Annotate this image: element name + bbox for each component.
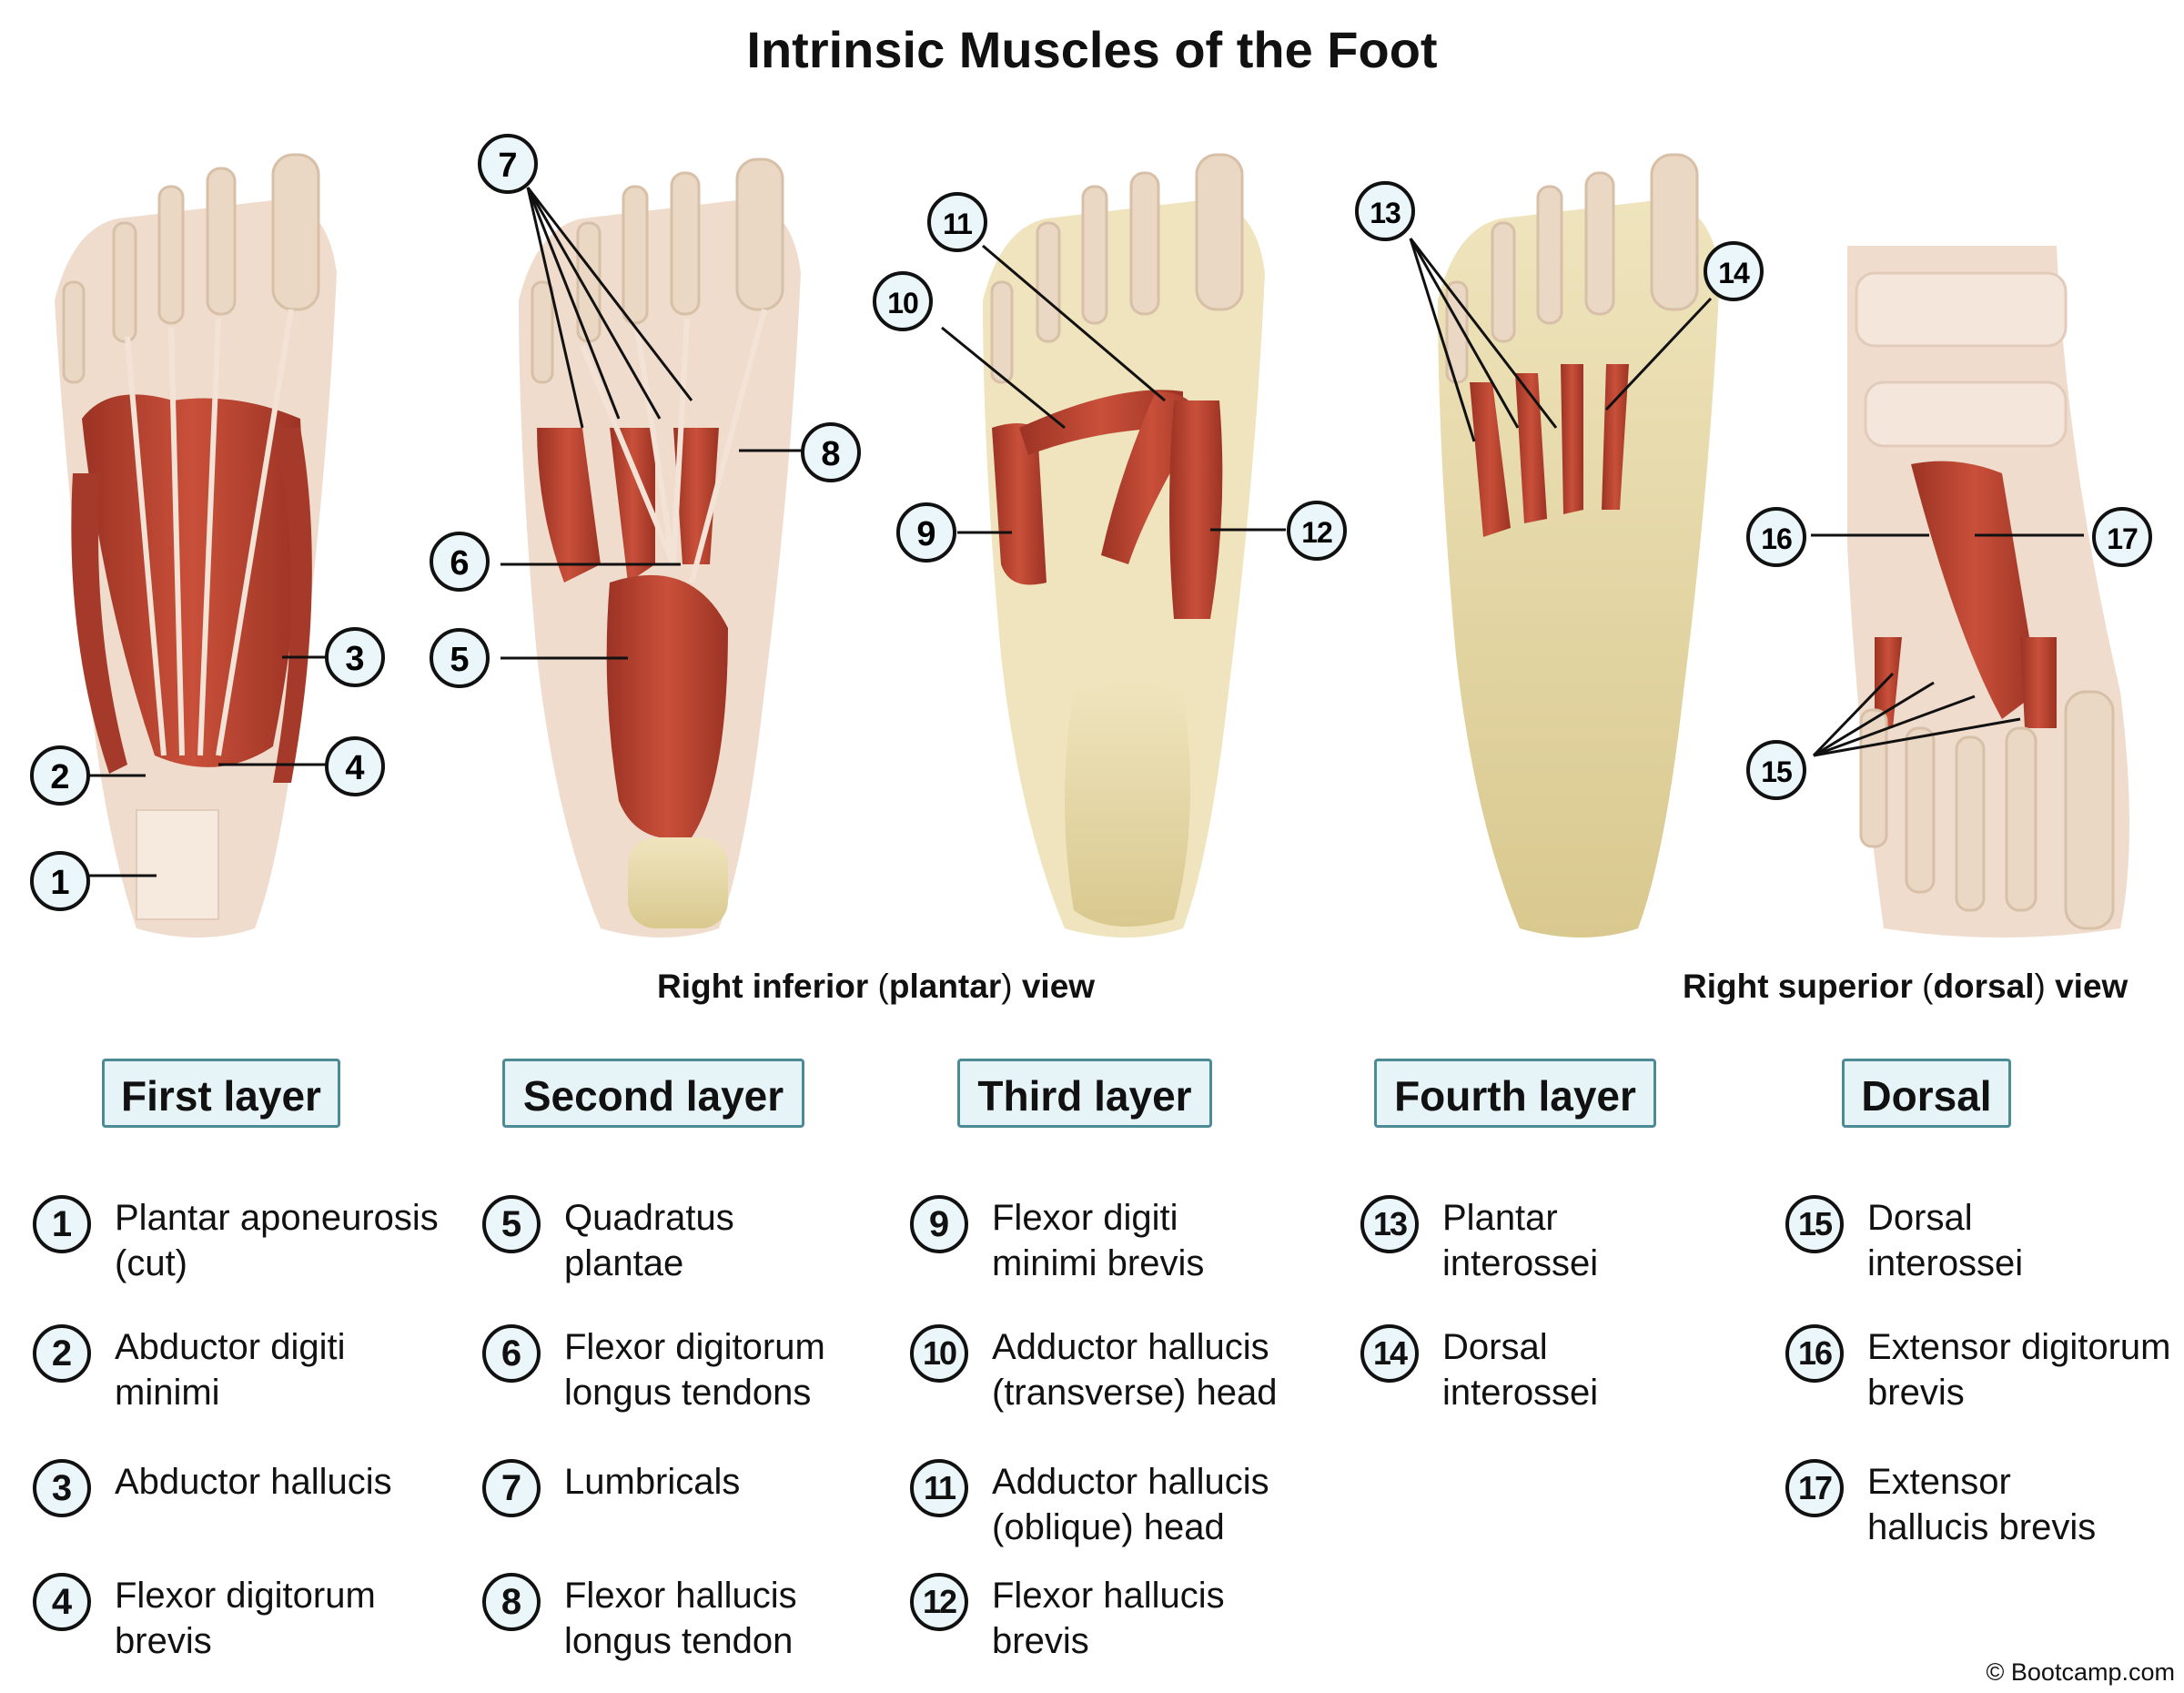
legend-label: Abductor hallucis (115, 1462, 392, 1502)
callout-14-number: 14 (1718, 257, 1750, 289)
caption-part: Right superior (1683, 968, 1923, 1005)
callout-15-number: 15 (1761, 755, 1792, 788)
header-fourth-layer: Fourth layer (1374, 1059, 1656, 1128)
legend-number: 11 (910, 1459, 968, 1517)
foot-first-layer (55, 153, 337, 938)
caption-paren: ( (1922, 968, 1934, 1005)
callout-14: 14 (1704, 241, 1764, 301)
header-dorsal: Dorsal (1842, 1059, 2011, 1128)
foot-third-layer (983, 153, 1265, 938)
caption-paren: ( (877, 968, 889, 1005)
legend-number: 15 (1785, 1195, 1844, 1253)
foot-illustrations: 1 2 3 4 5 6 7 8 9 10 11 12 13 14 15 16 1… (30, 134, 2152, 938)
callout-1-number: 1 (50, 864, 69, 902)
callout-13-number: 13 (1370, 197, 1400, 229)
legend-label: Flexor digitorum longus tendons (564, 1327, 825, 1413)
callout-12: 12 (1287, 501, 1347, 561)
legend-number: 1 (33, 1195, 91, 1253)
caption-part: plantar (888, 968, 1002, 1005)
legend-number: 8 (482, 1573, 541, 1631)
callout-5: 5 (430, 628, 490, 688)
callout-1: 1 (30, 851, 90, 911)
legend-number: 10 (910, 1324, 968, 1383)
caption-part: dorsal (1933, 968, 2035, 1005)
legend-label: Dorsal interossei (1867, 1198, 2024, 1283)
header-first-layer: First layer (102, 1059, 340, 1128)
callout-2-number: 2 (50, 758, 69, 796)
legend-label: Flexor hallucis longus tendon (564, 1576, 797, 1661)
callout-9-number: 9 (916, 515, 935, 553)
legend-label: Extensor digitorum brevis (1867, 1327, 2171, 1413)
callout-16-number: 16 (1761, 522, 1792, 555)
callout-16: 16 (1746, 507, 1806, 567)
callout-2: 2 (30, 745, 90, 806)
legend-number: 17 (1785, 1459, 1844, 1517)
page-title: Intrinsic Muscles of the Foot (746, 21, 1438, 78)
header-second-layer: Second layer (502, 1059, 804, 1128)
callout-3: 3 (325, 627, 385, 687)
plantar-view-caption: Right inferior (plantar) view (657, 968, 1095, 1006)
legend-number: 9 (910, 1195, 968, 1253)
callout-15: 15 (1746, 740, 1806, 800)
callout-9: 9 (896, 502, 956, 563)
callout-6: 6 (430, 532, 490, 592)
foot-second-layer (519, 157, 801, 938)
legend-number: 3 (33, 1459, 91, 1517)
legend-label: Dorsal interossei (1442, 1327, 1599, 1413)
callout-10-number: 10 (887, 287, 918, 319)
callout-11: 11 (927, 192, 987, 252)
leader-lines (84, 187, 2084, 877)
foot-fourth-layer (1438, 153, 1720, 938)
callout-13: 13 (1355, 181, 1415, 241)
caption-part: view (1012, 968, 1096, 1005)
callout-17-number: 17 (2107, 522, 2138, 555)
caption-part: Right inferior (657, 968, 878, 1005)
callout-17: 17 (2092, 507, 2152, 567)
legend-number: 14 (1360, 1324, 1419, 1383)
dorsal-view-caption: Right superior (dorsal) view (1683, 968, 2128, 1006)
legend-label: Flexor hallucis brevis (992, 1576, 1225, 1661)
caption-paren: ) (2034, 968, 2046, 1005)
legend-number: 4 (33, 1573, 91, 1631)
legend-label: Flexor digitorum brevis (115, 1576, 376, 1661)
callout-5-number: 5 (450, 641, 469, 679)
legend-label: Extensor hallucis brevis (1867, 1462, 2097, 1547)
callouts: 1 2 3 4 5 6 7 8 9 10 11 12 13 14 15 16 1… (30, 134, 2152, 911)
callout-3-number: 3 (345, 640, 364, 678)
legend-number: 6 (482, 1324, 541, 1383)
callout-11-number: 11 (943, 208, 972, 240)
legend-number: 7 (482, 1459, 541, 1517)
callout-8-number: 8 (821, 435, 840, 473)
legend-label: Adductor hallucis (transverse) head (992, 1327, 1278, 1413)
callout-4: 4 (325, 736, 385, 796)
legend-label: Plantar interossei (1442, 1198, 1599, 1283)
legend-label: Quadratus plantae (564, 1198, 734, 1283)
header-third-layer: Third layer (957, 1059, 1212, 1128)
caption-part: view (2045, 968, 2128, 1005)
callout-8: 8 (801, 422, 861, 482)
legend-label: Plantar aponeurosis (cut) (115, 1198, 439, 1283)
caption-paren: ) (1001, 968, 1013, 1005)
legend-number: 12 (910, 1573, 968, 1631)
legend-label: Lumbricals (564, 1462, 741, 1502)
callout-7-number: 7 (498, 147, 517, 185)
copyright-notice: © Bootcamp.com (1986, 1658, 2175, 1686)
callout-10: 10 (873, 271, 933, 331)
legend-number: 5 (482, 1195, 541, 1253)
legend-label: Flexor digiti minimi brevis (992, 1198, 1205, 1283)
legend-number: 13 (1360, 1195, 1419, 1253)
legend-number: 16 (1785, 1324, 1844, 1383)
callout-7: 7 (478, 134, 538, 194)
callout-6-number: 6 (450, 544, 469, 583)
callout-12-number: 12 (1301, 516, 1332, 549)
legend-label: Abductor digiti minimi (115, 1327, 346, 1413)
foot-dorsal-view (1847, 246, 2129, 938)
callout-4-number: 4 (345, 749, 364, 787)
legend-label: Adductor hallucis (oblique) head (992, 1462, 1269, 1547)
legend-number: 2 (33, 1324, 91, 1383)
